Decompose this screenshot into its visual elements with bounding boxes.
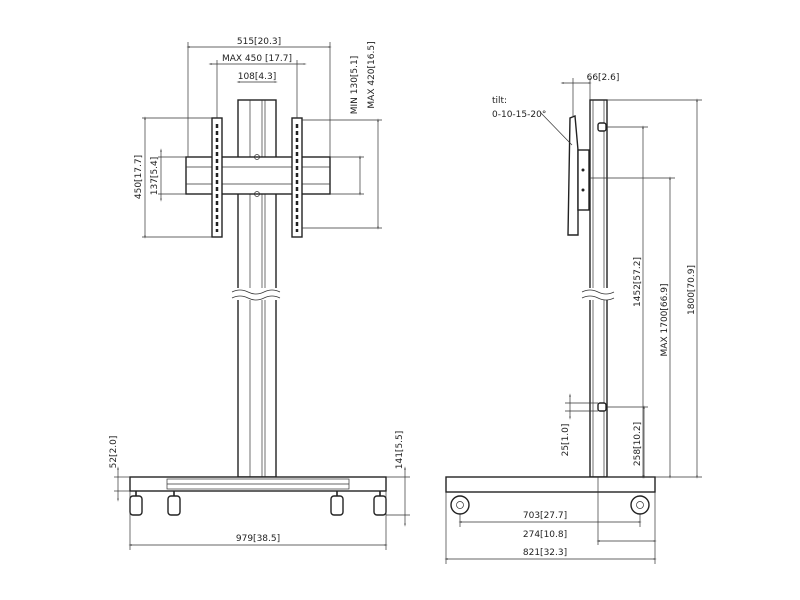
dim-total-height: 1800[70.9] [687,265,697,315]
mount-crossbar [185,154,331,197]
casters-front [129,491,387,516]
dim-vesa-max-width: MAX 450 [17.7] [222,54,292,64]
tilt-mount [567,115,590,236]
dim-caster-height: 141[5.5] [395,431,405,470]
dim-rear-offset: 274[10.8] [523,530,567,540]
front-view: 515[20.3] MAX 450 [17.7] 108[4.3] 450[17… [109,37,410,550]
vesa-bracket-left [211,117,223,238]
dim-base-height: 52[2.0] [109,436,119,469]
dim-column-width: 108[4.3] [238,72,277,82]
dim-front-width: 515[20.3] [237,37,281,47]
base [129,476,387,492]
dim-lower-offset: 258[10.2] [633,422,643,466]
dim-bracket-height: 450[17.7] [134,155,144,199]
dim-vesa-min-height: MIN 130[5.1] [350,56,360,115]
dim-min-height: 1452[57.2] [633,257,643,307]
vesa-bracket-right [291,117,303,238]
side-view: tilt: 0-10-15-20° 66[2.6] 1452[57.2] MAX… [444,73,702,564]
tilt-label: tilt: [492,96,507,106]
tilt-values: 0-10-15-20° [492,110,546,120]
dim-base-width: 979[38.5] [236,534,280,544]
dim-mount-depth: 66[2.6] [587,73,620,83]
base-side [445,476,656,515]
dim-rail-height: 137[5.4] [150,157,160,196]
dim-vesa-max-height: MAX 420[16.5] [367,41,377,108]
dim-max-height: MAX 1700[66.9] [660,284,670,357]
dim-base-depth: 821[32.3] [523,548,567,558]
dim-small-offset: 25[1.0] [561,424,571,457]
dim-wheel-spacing: 703[27.7] [523,511,567,521]
